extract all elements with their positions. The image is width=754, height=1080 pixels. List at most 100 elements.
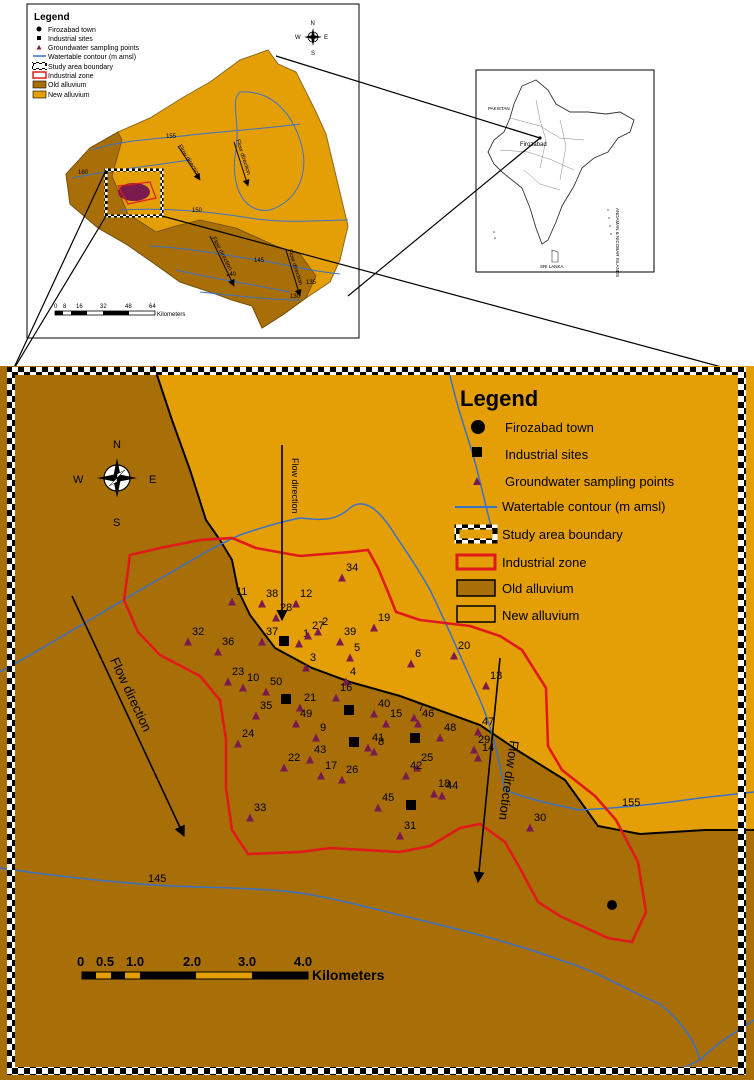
inset-contour-label: 160: [78, 170, 89, 176]
inset-legend-item: New alluvium: [48, 92, 90, 99]
sampling-point-marker: [474, 753, 482, 762]
main-map: 155 145 Flow direction Flow direction Fl…: [0, 365, 754, 1080]
sampling-point-label: 6: [415, 648, 421, 660]
inset-legend-item: Firozabad town: [48, 27, 96, 34]
sampling-point-marker: [314, 627, 322, 636]
inset-legend-item: Industrial sites: [48, 36, 93, 43]
compass-n: N: [113, 439, 121, 451]
firozabad-town: [607, 900, 617, 910]
sampling-point-marker: [317, 771, 325, 780]
inset-scale-tick: 32: [100, 304, 107, 310]
sampling-point-marker: [252, 711, 260, 720]
industrial-site: [406, 800, 416, 810]
sampling-point-label: 33: [254, 802, 266, 814]
circle-icon: [36, 26, 42, 32]
sampling-point-label: 9: [320, 722, 326, 734]
sampling-point-label: 3: [310, 652, 316, 664]
sampling-point-label: 36: [222, 636, 234, 648]
sampling-point-marker: [410, 713, 418, 722]
sampling-point-label: 47: [482, 716, 494, 728]
sampling-point-label: 41: [372, 732, 384, 744]
sampling-point-label: 39: [344, 626, 356, 638]
inset-legend-item: Study area boundary: [48, 64, 113, 71]
industrial-site: [344, 705, 354, 715]
sampling-point-label: 10: [247, 672, 259, 684]
sampling-point-label: 7: [418, 702, 424, 714]
sampling-point-label: 26: [346, 764, 358, 776]
sampling-point-label: 28: [280, 602, 292, 614]
scale-tick: 0.5: [96, 954, 114, 969]
sampling-point-marker: [258, 637, 266, 646]
sampling-point-marker: [228, 597, 236, 606]
inset-contour-label: 155: [166, 134, 177, 140]
inset-compass-n: N: [311, 21, 315, 27]
compass-e: E: [149, 474, 156, 486]
sampling-point-label: 34: [346, 562, 358, 574]
india-outline: [487, 79, 635, 245]
legend-item: Groundwater sampling points: [505, 474, 675, 489]
main-legend: Legend Firozabad town Industrial sites G…: [454, 386, 675, 623]
inset-legend-item: Groundwater sampling points: [48, 45, 140, 52]
square-icon: [37, 36, 41, 40]
inset-legend-item: Industrial zone: [48, 73, 94, 80]
sampling-point-label: 2: [322, 616, 328, 628]
inset-contour-label: 150: [192, 208, 203, 214]
inset-scale-bar: 0 8 16 32 48 64 Kilometers: [54, 304, 185, 318]
main-contours: [0, 365, 754, 1075]
scale-tick: 1.0: [126, 954, 144, 969]
industrial-site: [349, 737, 359, 747]
sampling-point-label: 14: [482, 742, 494, 754]
inset-scale-tick: 0: [54, 304, 58, 310]
sampling-point-marker: [302, 663, 310, 672]
sampling-point-label: 29: [478, 734, 490, 746]
flow-arrow: [71, 595, 185, 838]
sampling-point-label: 17: [325, 760, 337, 772]
sampling-point-label: 5: [354, 642, 360, 654]
sampling-point-marker: [430, 789, 438, 798]
sampling-point-marker: [224, 677, 232, 686]
inset-scale-tick: 16: [76, 304, 83, 310]
main-new-alluvium: [154, 366, 754, 834]
sampling-point-label: 46: [422, 708, 434, 720]
sampling-point-label: 12: [300, 588, 312, 600]
industrial-site: [279, 636, 289, 646]
sampling-point-marker: [332, 693, 340, 702]
sampling-point-marker: [214, 647, 222, 656]
sampling-point-marker: [312, 733, 320, 742]
sampling-point-label: 22: [288, 752, 300, 764]
inset-old-alluvium: [65, 131, 317, 329]
sampling-point-marker: [413, 763, 421, 772]
sampling-point-label: 16: [340, 682, 352, 694]
inset-contour-label: 130: [290, 294, 301, 300]
study-area-boundary: [7, 367, 746, 1075]
legend-item: Industrial zone: [502, 555, 587, 570]
legend-item: Old alluvium: [502, 581, 574, 596]
sampling-point-marker: [396, 831, 404, 840]
sampling-point-marker: [342, 677, 350, 686]
legend-item: Watertable contour (m amsl): [502, 499, 666, 514]
inset-legend: Legend Firozabad town Industrial sites G…: [32, 12, 140, 99]
sampling-point-marker: [450, 651, 458, 660]
triangle-icon: [36, 45, 42, 50]
flow-arrow: [473, 657, 501, 884]
scale-tick: 0: [77, 954, 84, 969]
sampling-point-label: 27: [312, 620, 324, 632]
inset-district-map: Flow direction Flow direction Flow direc…: [26, 3, 360, 339]
sampling-point-marker: [370, 709, 378, 718]
sampling-point-label: 37: [266, 626, 278, 638]
sampling-point-marker: [402, 771, 410, 780]
sampling-point-marker: [234, 739, 242, 748]
sampling-point-marker: [346, 653, 354, 662]
sampling-point-label: 49: [300, 708, 312, 720]
sampling-point-marker: [280, 763, 288, 772]
inset-legend-item: Watertable contour (m amsl): [48, 54, 136, 61]
inset-industrial-cluster: [117, 181, 157, 205]
sampling-point-marker: [292, 599, 300, 608]
main-scale-bar: 0 0.5 1.0 2.0 3.0 4.0 Kilometers: [77, 954, 385, 983]
sampling-point-marker: [407, 659, 415, 668]
sampling-point-label: 25: [421, 752, 433, 764]
sampling-point-marker: [306, 755, 314, 764]
india-label-srilanka: SRI LANKA: [540, 264, 564, 269]
